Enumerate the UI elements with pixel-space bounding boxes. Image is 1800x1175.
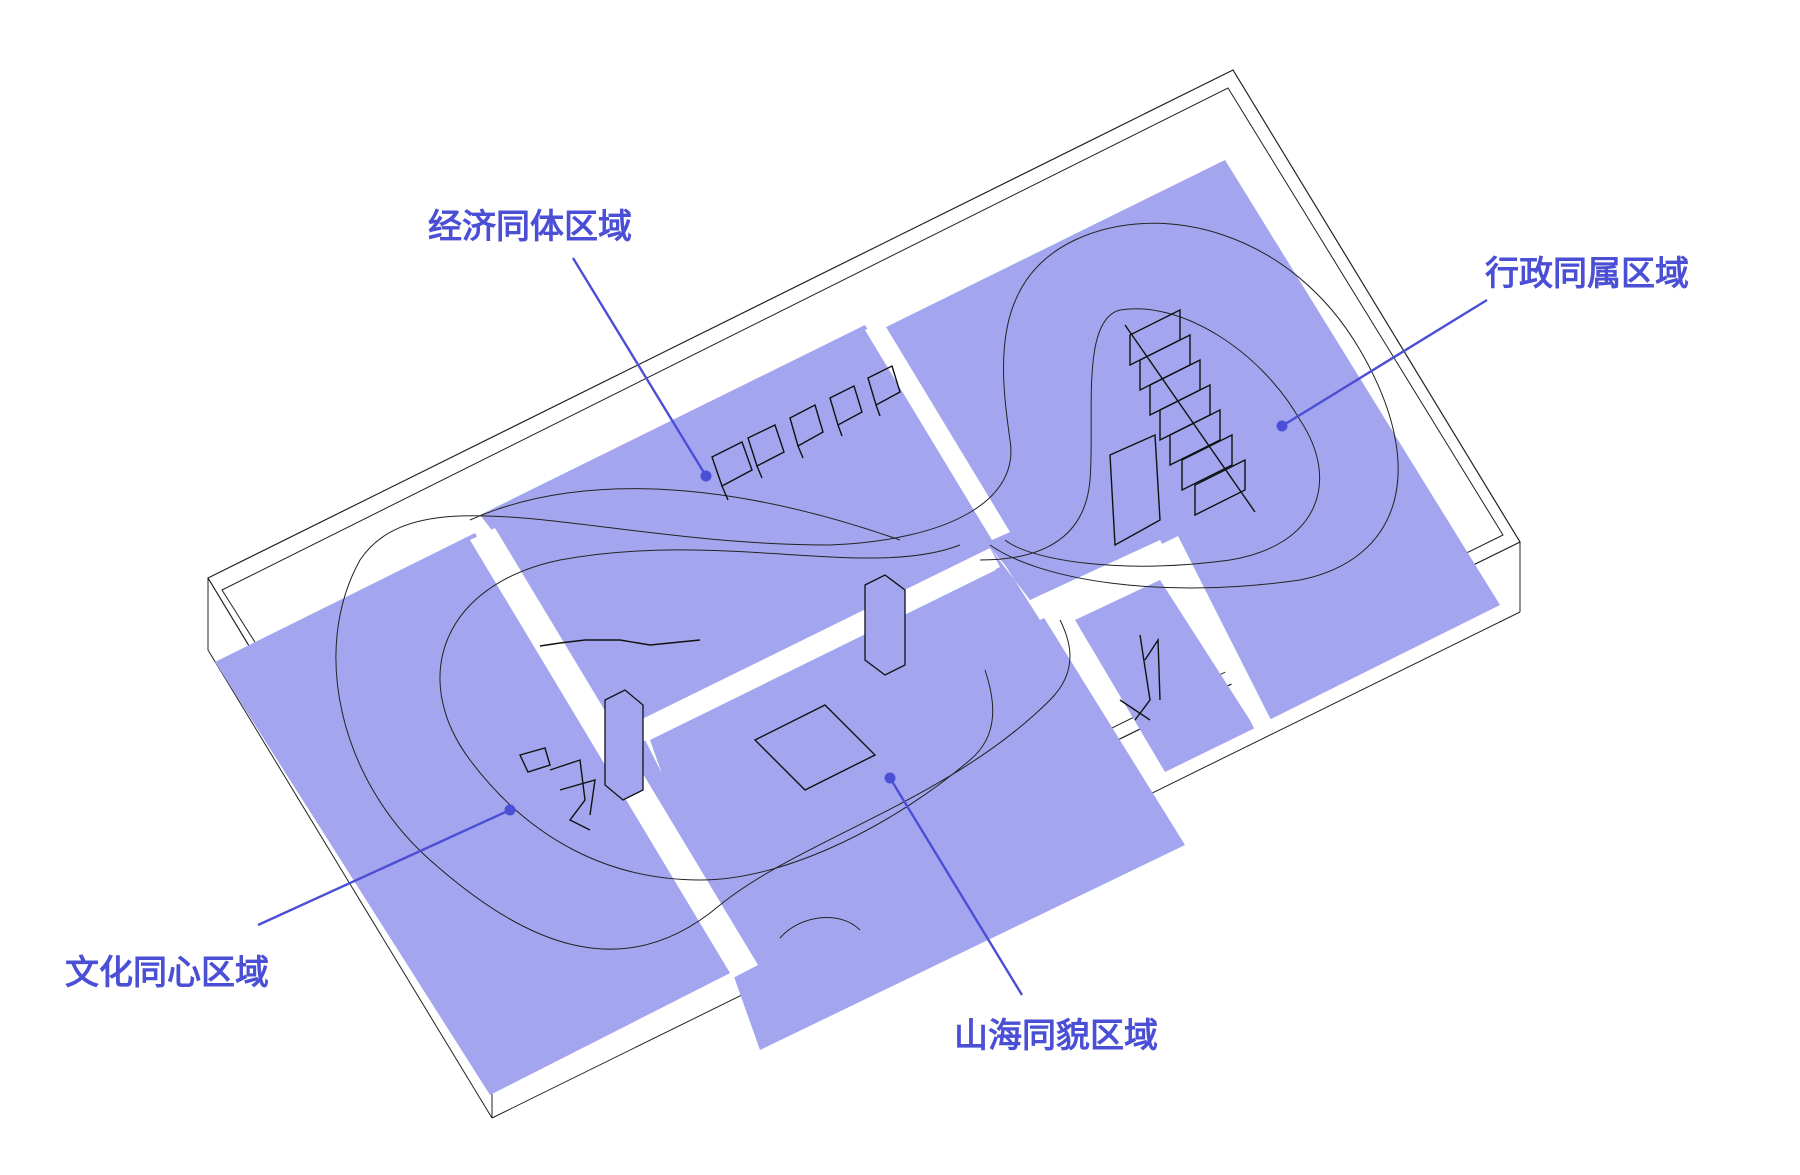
landscape-leader (888, 777, 1024, 996)
tour-path (335, 222, 1399, 950)
label-landscape-zone: 山海同貌区域 (954, 1016, 1158, 1056)
center-slab (753, 704, 877, 791)
admin-leader (1281, 298, 1488, 428)
admin-dot (1276, 420, 1288, 432)
economy-leader (571, 257, 708, 477)
label-culture-zone: 文化同心区域 (65, 953, 269, 993)
landscape-dot (884, 772, 896, 784)
floor-landscape-right (1075, 580, 1255, 772)
culture-sculpture (519, 747, 596, 831)
landscape-sculpture (1119, 634, 1161, 721)
economy-dot (700, 470, 712, 482)
culture-timeline (539, 639, 701, 647)
callouts (257, 257, 1488, 996)
culture-dot (504, 804, 516, 816)
floor-economy (480, 325, 1000, 720)
economy-frames (711, 365, 901, 501)
floor-center-low (650, 563, 1185, 1050)
floor (215, 160, 1500, 1095)
admin-panels (1109, 308, 1256, 547)
pillars (604, 574, 906, 801)
culture-leader (257, 808, 511, 927)
label-administration-zone: 行政同属区域 (1485, 254, 1689, 294)
exhibit-objects (519, 308, 1256, 831)
floor-culture (215, 533, 740, 1095)
label-economy-zone: 经济同体区域 (428, 207, 632, 247)
floor-admin (880, 160, 1500, 722)
